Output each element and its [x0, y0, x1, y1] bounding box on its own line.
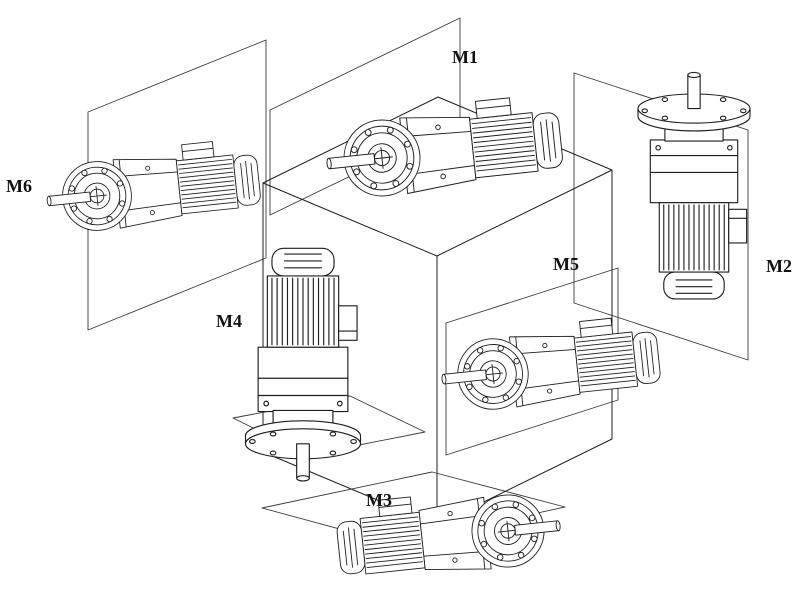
- gearmotor-m2: [637, 71, 751, 300]
- gearmotor-m1: [321, 92, 566, 203]
- position-labels: M1 M2 M3 M4 M5 M6: [6, 47, 792, 510]
- label-m5: M5: [553, 254, 579, 274]
- label-m3: M3: [366, 490, 392, 510]
- label-m2: M2: [766, 256, 792, 276]
- gearmotor-m5: [437, 313, 663, 415]
- panel-m5: [445, 267, 619, 456]
- label-m4: M4: [216, 311, 242, 331]
- gearmotor-m6: [42, 136, 263, 236]
- label-m1: M1: [452, 47, 478, 67]
- label-m6: M6: [6, 176, 32, 196]
